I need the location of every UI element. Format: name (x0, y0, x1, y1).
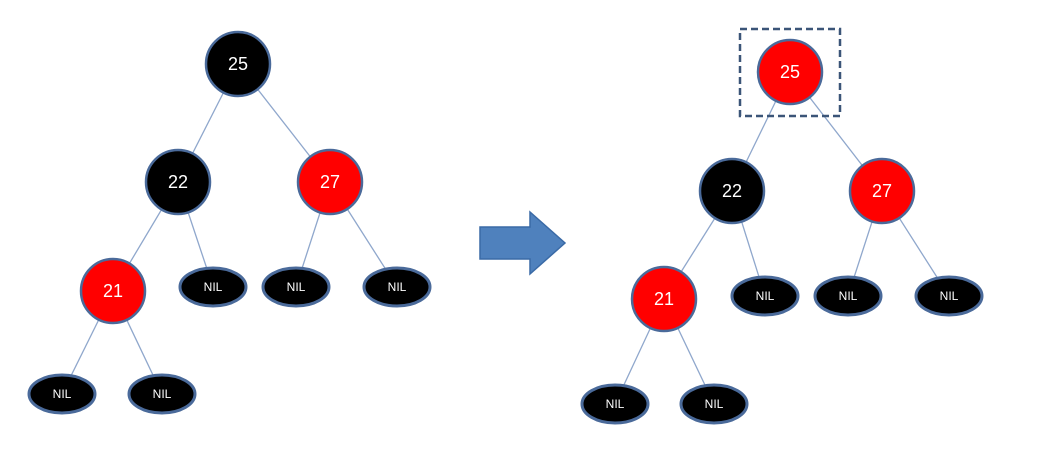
nil-label: NIL (606, 397, 625, 411)
node-circle (698, 157, 766, 225)
nil-shape (580, 383, 650, 425)
nil-leaf: NIL (261, 266, 331, 308)
nil-shape (679, 383, 749, 425)
node-label: 21 (103, 281, 123, 301)
nil-shape (362, 266, 432, 308)
nil-label: NIL (756, 289, 775, 303)
node-22: 22 (698, 157, 766, 225)
node-27: 27 (848, 157, 916, 225)
highlight-box (738, 27, 842, 118)
nil-leaf: NIL (580, 383, 650, 425)
nil-label: NIL (388, 280, 407, 294)
nil-leaf: NIL (127, 373, 197, 415)
nil-leaf: NIL (178, 266, 248, 308)
node-21: 21 (79, 257, 147, 325)
node-label: 27 (872, 181, 892, 201)
nil-label: NIL (287, 280, 306, 294)
nil-leaf: NIL (730, 275, 800, 317)
nil-shape (730, 275, 800, 317)
nil-leaf: NIL (813, 275, 883, 317)
node-label: 25 (228, 54, 248, 74)
nil-label: NIL (839, 289, 858, 303)
nil-shape (261, 266, 331, 308)
nil-label: NIL (940, 289, 959, 303)
nil-shape (813, 275, 883, 317)
node-circle (848, 157, 916, 225)
node-label: 27 (320, 172, 340, 192)
node-label: 22 (722, 181, 742, 201)
node-25: 25 (204, 30, 272, 98)
node-label: 22 (168, 172, 188, 192)
nil-leaf: NIL (362, 266, 432, 308)
nil-label: NIL (204, 280, 223, 294)
node-27: 27 (296, 148, 364, 216)
node-21: 21 (630, 265, 698, 333)
node-label: 21 (654, 289, 674, 309)
right-arrow-icon (479, 210, 567, 276)
node-circle (756, 38, 824, 106)
node-25: 25 (756, 38, 824, 106)
nil-label: NIL (153, 387, 172, 401)
node-label: 25 (780, 62, 800, 82)
node-22: 22 (144, 148, 212, 216)
node-circle (204, 30, 272, 98)
nil-label: NIL (705, 397, 724, 411)
nil-shape (127, 373, 197, 415)
nil-shape (27, 373, 97, 415)
nil-label: NIL (53, 387, 72, 401)
nil-leaf: NIL (914, 275, 984, 317)
nil-shape (178, 266, 248, 308)
nil-leaf: NIL (679, 383, 749, 425)
node-circle (79, 257, 147, 325)
nil-shape (914, 275, 984, 317)
node-circle (296, 148, 364, 216)
node-circle (144, 148, 212, 216)
nil-leaf: NIL (27, 373, 97, 415)
node-circle (630, 265, 698, 333)
